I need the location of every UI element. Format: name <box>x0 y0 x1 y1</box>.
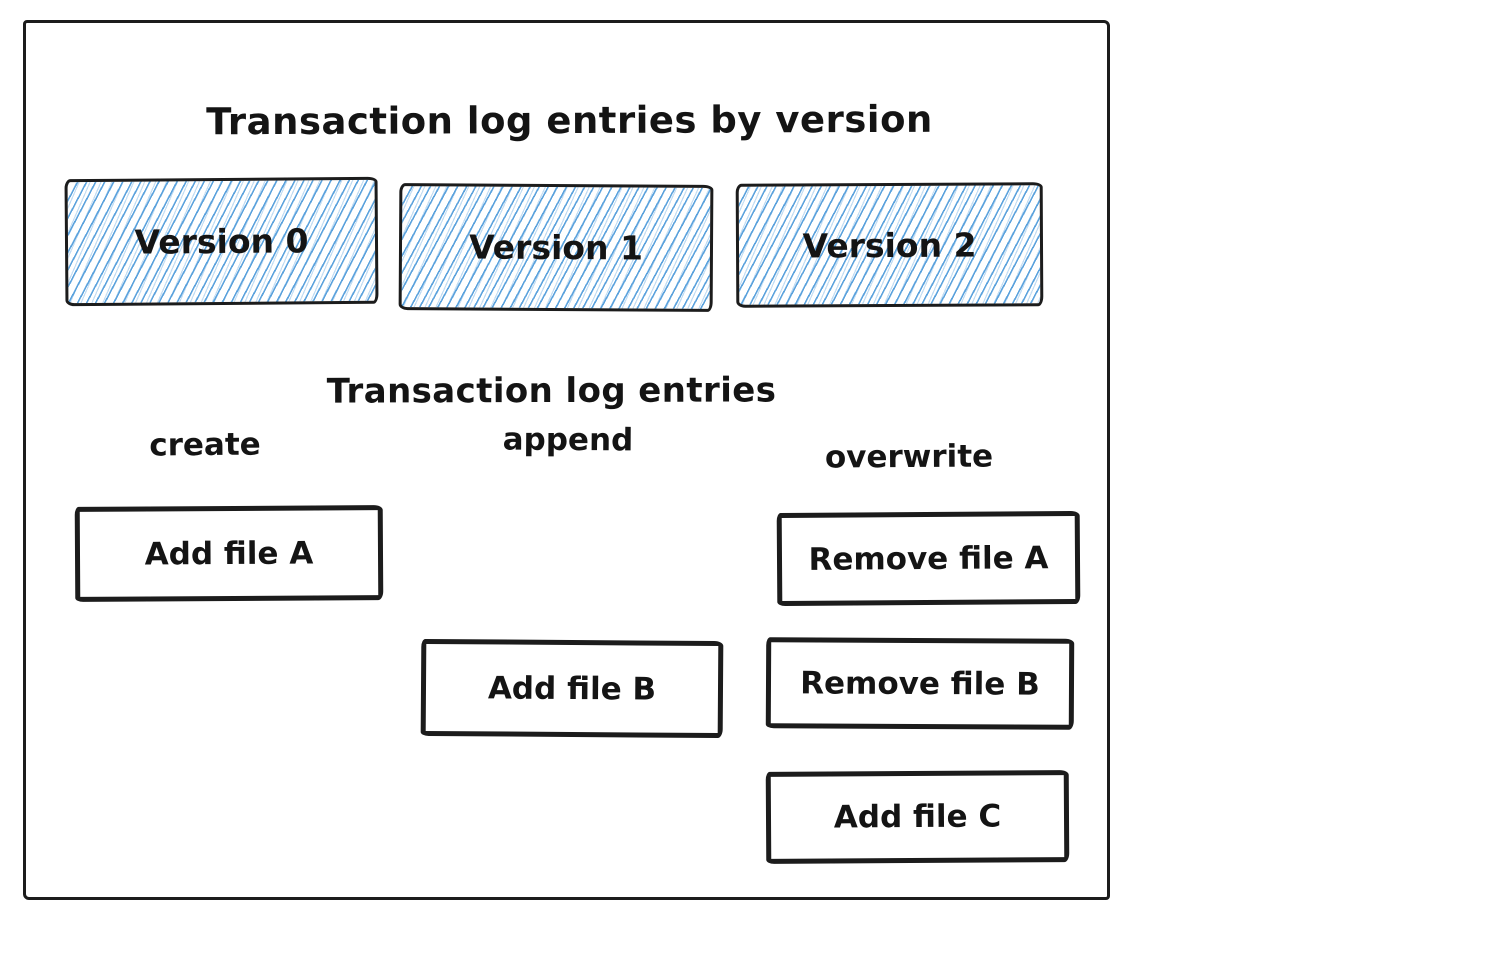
column-label-overwrite: overwrite <box>824 438 994 476</box>
entry-label-add-file-c: Add file C <box>833 798 1002 836</box>
entry-box-add-file-a: Add file A <box>74 505 384 602</box>
version-1-label: Version 1 <box>468 227 644 268</box>
version-box-0: Version 0 <box>64 176 379 307</box>
diagram-title: Transaction log entries by version <box>206 97 933 144</box>
entry-label-add-file-a: Add file A <box>144 534 314 573</box>
version-box-1: Version 1 <box>398 183 714 312</box>
entry-label-remove-file-a: Remove file A <box>808 539 1049 578</box>
entry-label-add-file-b: Add file B <box>487 669 657 708</box>
version-box-2: Version 2 <box>735 182 1044 308</box>
version-0-label: Version 0 <box>134 221 309 262</box>
outer-frame: Transaction log entries by version Versi… <box>23 20 1110 900</box>
column-label-append: append <box>502 421 634 459</box>
diagram-subtitle: Transaction log entries <box>326 370 777 412</box>
entry-box-remove-file-a: Remove file A <box>776 510 1081 607</box>
entry-box-remove-file-b: Remove file B <box>765 637 1075 730</box>
column-label-create: create <box>149 426 261 464</box>
version-2-label: Version 2 <box>802 225 977 265</box>
entry-box-add-file-c: Add file C <box>765 770 1070 864</box>
entry-label-remove-file-b: Remove file B <box>800 664 1040 703</box>
entry-box-add-file-b: Add file B <box>420 638 724 739</box>
